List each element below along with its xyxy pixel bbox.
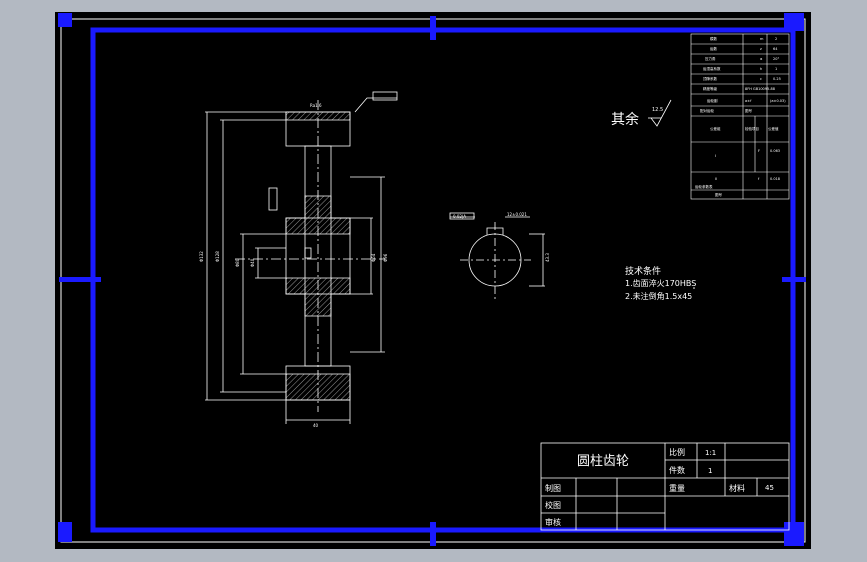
svg-text:12±0.021: 12±0.021 xyxy=(507,212,527,217)
svg-text:c: c xyxy=(760,77,762,81)
svg-text:20°: 20° xyxy=(773,57,779,61)
svg-text:Φ40: Φ40 xyxy=(250,258,255,267)
title-block xyxy=(540,442,790,531)
gear-parameter-table xyxy=(690,33,790,200)
svg-text:Φ132: Φ132 xyxy=(199,251,204,262)
svg-text:1: 1 xyxy=(775,67,777,71)
svg-text:公差值: 公差值 xyxy=(768,126,779,131)
svg-text:0.02|A: 0.02|A xyxy=(453,214,466,219)
svg-text:Ra1.6: Ra1.6 xyxy=(310,103,322,108)
title-block-part-name: 圆柱齿轮 xyxy=(577,454,629,469)
svg-text:精度等级: 精度等级 xyxy=(703,86,717,91)
svg-text:Ⅰ: Ⅰ xyxy=(715,154,716,158)
roughness-symbol xyxy=(648,99,672,127)
svg-text:0.018: 0.018 xyxy=(770,177,780,181)
quantity-value: 1 xyxy=(708,467,712,475)
svg-text:(a±0.03): (a±0.03) xyxy=(770,99,786,103)
grip-left-mid[interactable] xyxy=(59,277,101,282)
svg-text:齿顶高系数: 齿顶高系数 xyxy=(703,66,721,71)
grip-bottom-mid[interactable] xyxy=(430,522,436,546)
svg-text:图号: 图号 xyxy=(745,108,753,113)
roughness-rest-label: 其余 xyxy=(611,111,639,128)
grip-right-mid[interactable] xyxy=(782,277,806,282)
svg-text:压力角: 压力角 xyxy=(705,56,716,61)
svg-text:0.25: 0.25 xyxy=(773,77,781,81)
svg-text:a±f: a±f xyxy=(745,99,752,103)
svg-text:模数: 模数 xyxy=(710,36,718,41)
weight-label: 重量 xyxy=(669,483,685,493)
drawn-label: 制图 xyxy=(545,483,561,493)
material-label: 材料 xyxy=(729,483,745,493)
tech-req-1: 1.齿面淬火170HBS xyxy=(625,278,696,288)
grip-top-left[interactable] xyxy=(58,13,72,27)
grip-top-mid[interactable] xyxy=(430,16,436,40)
checked-label: 校图 xyxy=(545,500,561,510)
tech-req-title: 技术条件 xyxy=(625,265,661,277)
svg-text:Φ96: Φ96 xyxy=(383,253,388,262)
svg-text:齿轮副: 齿轮副 xyxy=(707,98,718,103)
gear-section-view xyxy=(205,91,398,424)
svg-text:配对齿轮: 配对齿轮 xyxy=(700,108,714,113)
svg-text:Φ128: Φ128 xyxy=(215,251,220,262)
svg-text:z: z xyxy=(760,47,762,51)
svg-text:m: m xyxy=(760,37,764,41)
hub-end-view xyxy=(449,212,545,302)
svg-text:F: F xyxy=(758,149,760,153)
svg-text:0.063: 0.063 xyxy=(770,149,780,153)
svg-text:64: 64 xyxy=(773,47,778,51)
section-dimension-text: Ra1.6 Φ132 Φ128 Φ80 Φ40 Φ96 Φ64 40 xyxy=(199,103,388,428)
cad-drawing-canvas: 模数 m 2 齿数 z 64 压力角 α 20° 齿顶高系数 h 1 顶隙系数 c 0.25 精度等… xyxy=(58,13,806,546)
svg-text:h: h xyxy=(760,67,762,71)
quantity-label: 件数 xyxy=(669,465,685,475)
tech-requirements: 技术条件 1.齿面淬火170HBS 2.未注倒角1.5x45 xyxy=(625,265,696,301)
gear-parameter-table-text: 模数 m 2 齿数 z 64 压力角 α 20° 齿顶高系数 h 1 顶隙系数 c 0.25 精度等… xyxy=(695,36,786,197)
svg-text:Φ80: Φ80 xyxy=(235,258,240,267)
svg-text:α: α xyxy=(760,57,763,61)
svg-text:8FH GB10095-88: 8FH GB10095-88 xyxy=(745,87,775,91)
tech-req-2: 2.未注倒角1.5x45 xyxy=(625,291,692,301)
svg-text:检验项目: 检验项目 xyxy=(745,126,759,131)
svg-text:Φ64: Φ64 xyxy=(371,253,376,262)
grip-top-right[interactable] xyxy=(784,13,804,31)
material-value: 45 xyxy=(765,484,774,492)
svg-text:f: f xyxy=(758,177,760,181)
svg-text:43.3: 43.3 xyxy=(545,253,550,262)
drawing-sheet: 模数 m 2 齿数 z 64 压力角 α 20° 齿顶高系数 h 1 顶隙系数 c 0.25 精度等… xyxy=(55,12,811,549)
grip-bottom-left[interactable] xyxy=(58,522,72,542)
approved-label: 审核 xyxy=(545,517,561,527)
scale-value: 1:1 xyxy=(705,449,716,457)
svg-text:40: 40 xyxy=(313,423,319,428)
svg-text:2: 2 xyxy=(775,37,777,41)
hub-end-dimension-text: 0.02|A 12±0.021 43.3 xyxy=(453,212,550,262)
svg-text:齿数: 齿数 xyxy=(710,46,718,51)
roughness-rest-value: 12.5 xyxy=(652,107,663,113)
svg-text:Ⅱ: Ⅱ xyxy=(715,177,717,181)
svg-text:图号: 图号 xyxy=(715,192,723,197)
grip-bottom-right[interactable] xyxy=(784,522,804,546)
scale-label: 比例 xyxy=(669,447,685,457)
svg-text:齿轮参数表: 齿轮参数表 xyxy=(695,184,713,189)
svg-text:公差组: 公差组 xyxy=(710,126,721,131)
svg-text:顶隙系数: 顶隙系数 xyxy=(703,76,717,81)
